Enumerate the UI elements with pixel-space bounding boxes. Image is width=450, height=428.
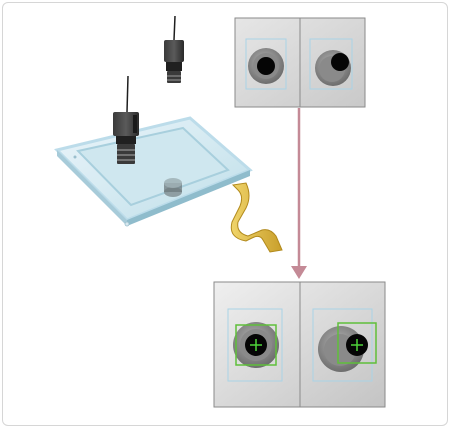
inspection-view-after	[213, 281, 386, 408]
inspection-view-before	[234, 17, 366, 108]
view-after-right	[312, 308, 377, 382]
camera-angled	[164, 15, 184, 83]
detection-box-right	[337, 322, 377, 364]
flexible-cable	[230, 182, 283, 253]
process-arrow-icon	[291, 108, 307, 279]
view-after-left	[227, 308, 283, 382]
detection-box-left	[235, 324, 277, 366]
view-before-right	[309, 38, 353, 90]
crosshair-left-icon	[250, 339, 262, 351]
crosshair-right-icon	[351, 339, 363, 351]
glass-target-mark-icon	[164, 178, 182, 197]
camera-overhead	[113, 75, 139, 164]
glass-panel	[54, 116, 253, 227]
view-before-left	[245, 38, 287, 90]
